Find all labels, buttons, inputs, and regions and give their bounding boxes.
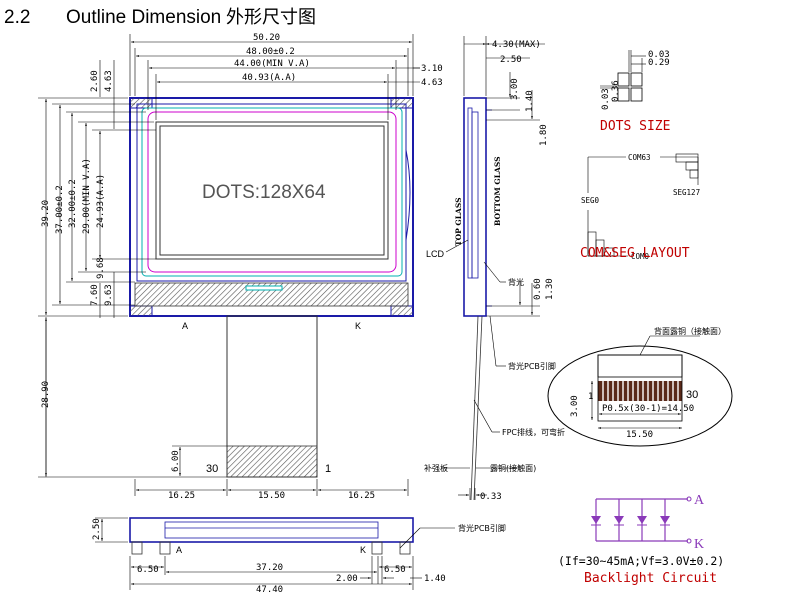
dim-bottom-140: 1.40: [424, 574, 446, 584]
glass-ledge: [134, 282, 409, 307]
fpc-detail-pin-1: 1: [588, 392, 593, 402]
dim-outline-height: 37.00±0.2: [55, 185, 65, 234]
dim-active-area-height: 24.93(A.A): [96, 174, 106, 228]
bottom-view: 2.50 6.50 37.20 2.00 6.50 47.40 1.40 A K…: [92, 517, 506, 595]
label-top-glass: TOP GLASS: [454, 197, 463, 246]
dim-bot-b: 9.63: [104, 284, 114, 306]
dim-inner-height: 32.00±0.2: [68, 179, 78, 228]
label-backlight-cn: 背光: [508, 277, 524, 287]
label-k-bottom: K: [360, 545, 366, 555]
label-stiffener-cn: 补强板: [424, 463, 448, 473]
dim-bottom-center: 15.50: [258, 491, 285, 501]
backlight-title: Backlight Circuit: [584, 571, 717, 586]
corner-tab-tr: [390, 97, 414, 109]
dim-fpc-length: 28.90: [41, 381, 51, 408]
fpc-detail: 1 30 P0.5x(30-1)=14.50 15.50 3.00 背面露铜（接…: [547, 326, 733, 447]
label-backlight-pcb-pin-cn: 背光PCB引脚: [508, 361, 556, 371]
backlight-spec: (If=30~45mA;Vf=3.0V±0.2): [558, 554, 724, 568]
fpc-contacts: [226, 445, 318, 478]
corner-tab-br: [390, 305, 414, 317]
label-a-bottom: A: [176, 545, 182, 555]
dim-side-130: 1.30: [545, 278, 555, 300]
section-number: 2.2: [4, 7, 30, 28]
fpc-detail-width: 15.50: [626, 430, 653, 440]
dim-va-offset: 3.10: [421, 64, 443, 74]
dim-max-thickness: 4.30(MAX): [492, 40, 541, 50]
fpc-pin-30: 30: [206, 463, 218, 475]
label-fpc-bendable-cn: FPC排线，可弯折: [502, 427, 565, 437]
dim-bottom-4740: 47.40: [256, 585, 283, 595]
fpc-detail-pitch: P0.5x(30-1)=14.50: [602, 404, 694, 414]
dim-aa-offset: 4.63: [421, 78, 443, 88]
dim-side-033: 0.33: [480, 492, 502, 502]
fpc-detail-height: 3.00: [570, 395, 580, 417]
dim-top-a: 2.60: [90, 70, 100, 92]
dim-bottom-650-right: 6.50: [384, 565, 406, 575]
dim-overall-width: 50.20: [253, 33, 280, 43]
label-bottom-glass: BOTTOM GLASS: [493, 156, 502, 226]
dot-gap-h: 0.03: [648, 50, 670, 60]
label-lcd: LCD: [426, 249, 445, 259]
side-view: [463, 97, 492, 501]
dot-width: 0.29: [648, 58, 670, 68]
dim-view-area-height: 29.00(MIN V.A): [82, 158, 92, 234]
dot-height: 0.36: [611, 80, 621, 102]
dim-fpc-pin-width: 6.00: [171, 450, 181, 472]
dots-size: 0.03 0.29 0.03 0.36 DOTS SIZE: [600, 50, 670, 134]
label-a-front: A: [182, 321, 188, 331]
com63-label: COM63: [628, 153, 651, 162]
lcd-glass-outline: [136, 103, 407, 282]
fpc-detail-pin-30: 30: [686, 389, 698, 401]
dim-side-250: 2.50: [500, 55, 522, 65]
anode-label: A: [694, 493, 705, 508]
view-area: [147, 111, 397, 273]
fpc-pin-1: 1: [325, 463, 331, 475]
com-seg-layout: COM63 SEG0 SEG127 COM0 COM&SEG LAYOUT: [580, 153, 700, 261]
dim-bottom-3720: 37.20: [256, 563, 283, 573]
fpc-detail-back-copper-cn: 背面露铜（接触面）: [654, 326, 726, 336]
dim-bottom-height: 2.50: [92, 518, 102, 540]
dim-top-b: 4.63: [104, 70, 114, 92]
dots-label: DOTS:128X64: [202, 182, 326, 203]
dim-active-area-width: 40.93(A.A): [242, 73, 296, 83]
seg0-label: SEG0: [581, 196, 600, 205]
dot-gap-v: 0.03: [601, 88, 611, 110]
dim-bot-a: 7.60: [90, 284, 100, 306]
backlight-circuit: A K (If=30~45mA;Vf=3.0V±0.2) Backlight C…: [558, 493, 724, 586]
bottom-pcb-pin-cn: 背光PCB引脚: [458, 523, 506, 533]
front-view: DOTS:128X64 30 1 A K: [129, 97, 414, 478]
label-exposed-copper-cn: 露铜(接触面): [490, 463, 536, 473]
dim-view-area-width: 44.00(MIN V.A): [234, 59, 310, 69]
dim-outline-width: 48.00±0.2: [246, 47, 295, 57]
dim-bottom-650-left: 6.50: [137, 565, 159, 575]
label-k-front: K: [355, 321, 361, 331]
section-title-cn: 外形尺寸图: [226, 7, 316, 28]
com0-label: COM0: [631, 252, 650, 261]
dim-bottom-200: 2.00: [336, 574, 358, 584]
dim-side-060: 0.60: [533, 278, 543, 300]
dim-side-180: 1.80: [539, 124, 549, 146]
dim-bottom-right: 16.25: [348, 491, 375, 501]
corner-tab-bl: [129, 305, 153, 317]
corner-tab-tl: [129, 97, 153, 109]
dots-size-title: DOTS SIZE: [600, 119, 670, 134]
section-title: Outline Dimension: [66, 7, 221, 28]
dim-side-140: 1.40: [525, 90, 535, 112]
dim-side-300: 3.00: [510, 78, 520, 100]
seg127-label: SEG127: [673, 188, 700, 197]
dim-overall-height: 39.20: [41, 200, 51, 227]
dim-bottom-left: 16.25: [168, 491, 195, 501]
dim-bot-c: 9.68: [96, 257, 106, 279]
com-seg-title: COM&SEG LAYOUT: [580, 246, 690, 261]
active-area: [155, 121, 389, 260]
cathode-label: K: [694, 537, 704, 552]
backlight-area: [141, 107, 403, 277]
